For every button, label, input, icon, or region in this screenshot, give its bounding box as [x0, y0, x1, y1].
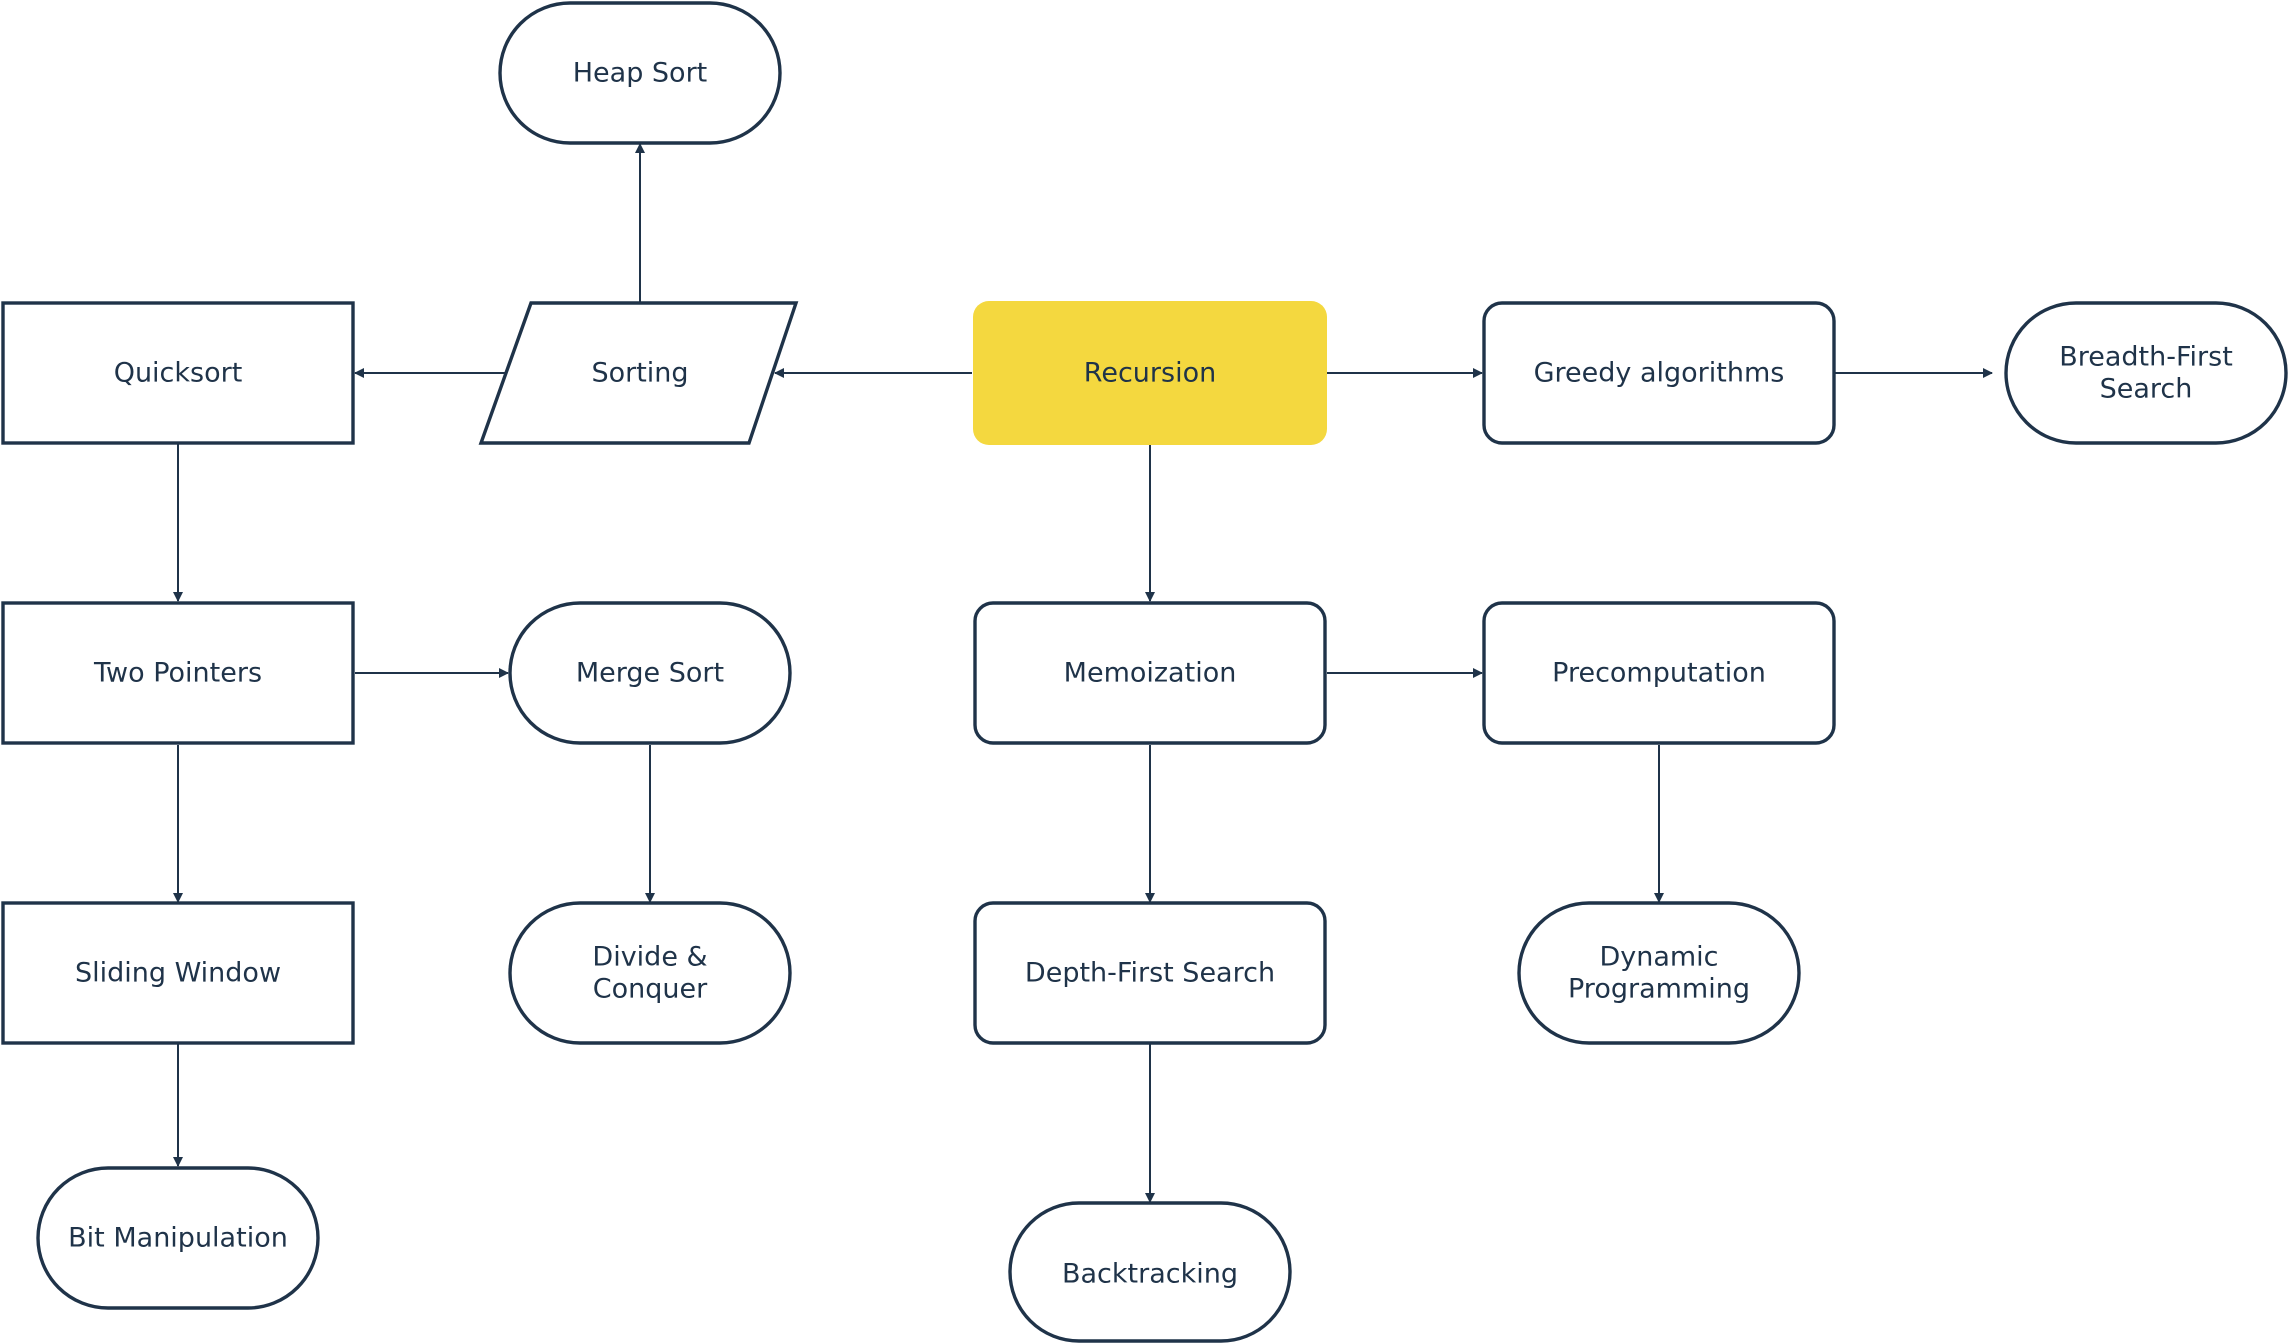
node-recursion: Recursion	[973, 301, 1327, 445]
node-backtracking-label: Backtracking	[1062, 1259, 1238, 1290]
node-two-pointers: Two Pointers	[1, 601, 355, 745]
node-precomputation-label: Precomputation	[1552, 658, 1766, 689]
node-sorting-label: Sorting	[591, 358, 688, 389]
node-heap-sort: Heap Sort	[498, 1, 782, 145]
node-sliding-window: Sliding Window	[1, 901, 355, 1045]
node-bfs-label-line1: Breadth-First	[2059, 342, 2233, 373]
node-breadth-first-search: Breadth-First Search	[2004, 301, 2288, 445]
node-precomputation: Precomputation	[1482, 601, 1836, 745]
node-divide-conquer: Divide & Conquer	[508, 901, 792, 1045]
node-quicksort: Quicksort	[1, 301, 355, 445]
node-sliding-window-label: Sliding Window	[75, 958, 281, 989]
node-dynamic-programming: Dynamic Programming	[1517, 901, 1801, 1045]
node-greedy-algorithms-label: Greedy algorithms	[1534, 358, 1785, 389]
node-memoization: Memoization	[973, 601, 1327, 745]
node-two-pointers-label: Two Pointers	[93, 658, 262, 689]
node-merge-sort-label: Merge Sort	[576, 658, 724, 689]
node-merge-sort: Merge Sort	[508, 601, 792, 745]
node-bit-manipulation-label: Bit Manipulation	[68, 1223, 288, 1254]
node-greedy-algorithms: Greedy algorithms	[1482, 301, 1836, 445]
node-divide-conquer-label-line1: Divide &	[592, 942, 707, 973]
node-sorting: Sorting	[478, 301, 799, 445]
node-memoization-label: Memoization	[1064, 658, 1237, 689]
edges	[173, 143, 1993, 1203]
node-dynamic-programming-label-line1: Dynamic	[1599, 942, 1718, 973]
node-bit-manipulation: Bit Manipulation	[36, 1166, 320, 1310]
node-dynamic-programming-label-line2: Programming	[1568, 974, 1750, 1005]
node-divide-conquer-label-line2: Conquer	[593, 974, 708, 1005]
node-heap-sort-label: Heap Sort	[573, 58, 708, 89]
node-backtracking: Backtracking	[1008, 1201, 1292, 1343]
node-quicksort-label: Quicksort	[114, 358, 243, 389]
node-depth-first-search: Depth-First Search	[973, 901, 1327, 1045]
node-recursion-label: Recursion	[1084, 358, 1216, 389]
node-bfs-label-line2: Search	[2100, 374, 2193, 405]
node-dfs-label: Depth-First Search	[1025, 958, 1275, 989]
